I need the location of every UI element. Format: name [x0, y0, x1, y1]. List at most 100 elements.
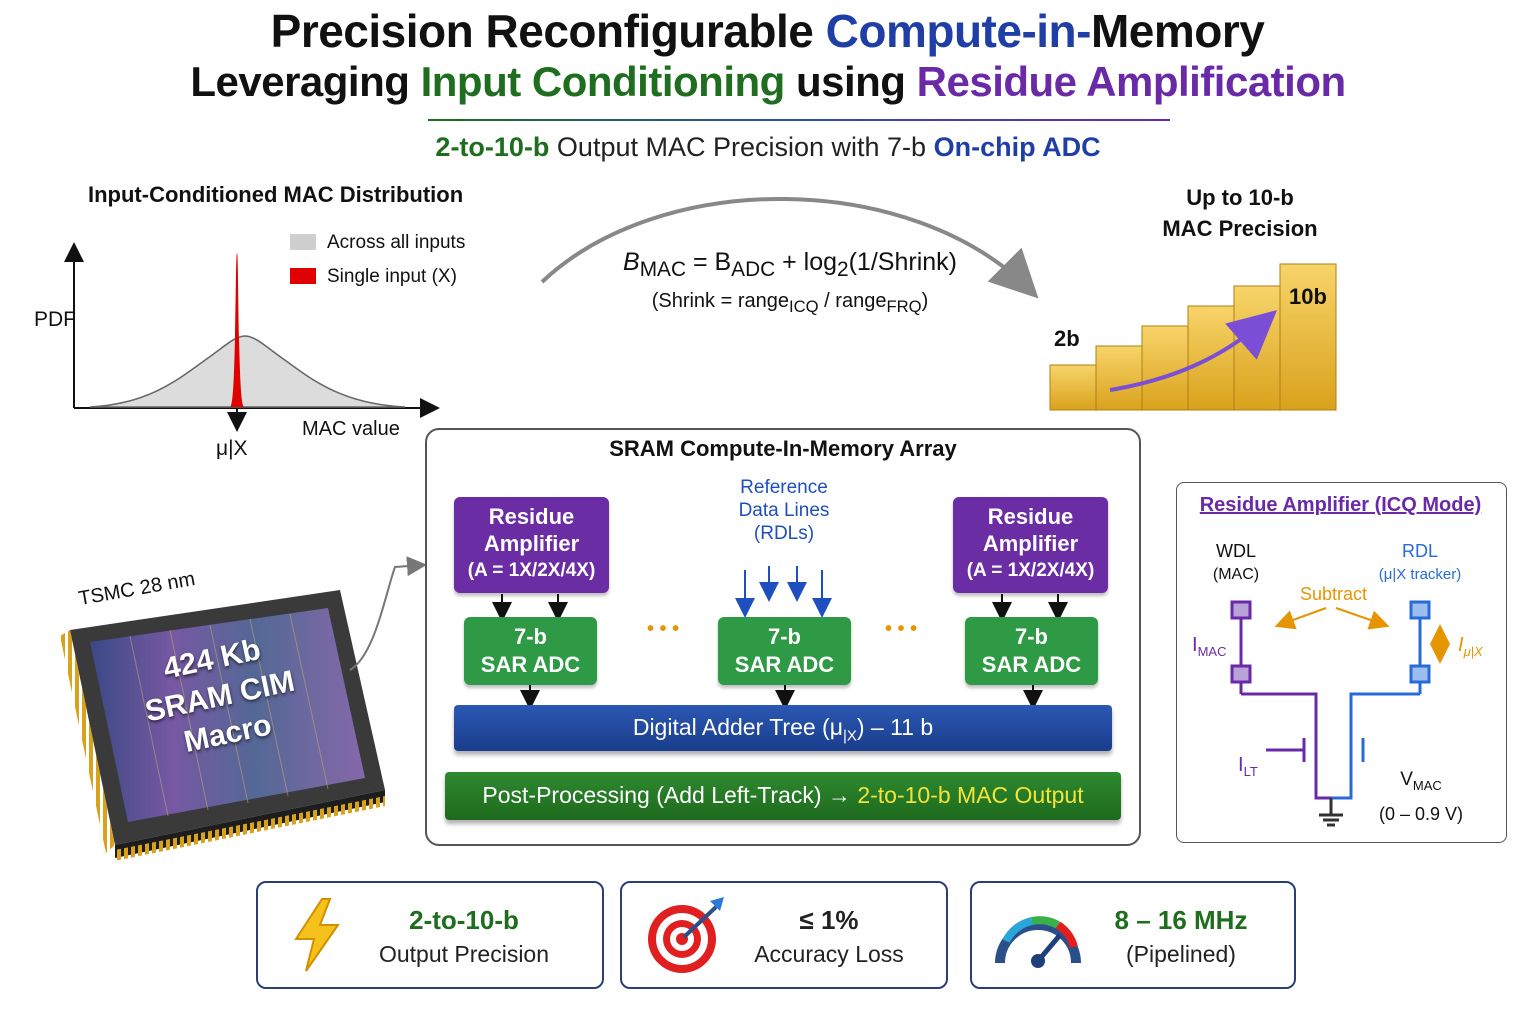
title-part: Precision Reconfigurable: [270, 5, 826, 57]
current-symbol: I: [1238, 754, 1244, 776]
legend-swatch-all: [290, 234, 316, 250]
precision-high-label: 10b: [1289, 284, 1327, 309]
formula-text: ): [921, 290, 929, 312]
adc-label: SAR ADC: [734, 652, 835, 677]
step-bar: [1049, 364, 1099, 411]
voltage-range: (0 – 0.9 V): [1378, 803, 1464, 824]
distribution-title: Input-Conditioned MAC Distribution: [88, 182, 464, 207]
ra-label: Amplifier: [483, 531, 580, 556]
wdl-label-line: (MAC): [1212, 566, 1260, 583]
formula-sub: FRQ: [886, 297, 922, 316]
voltage-sub: MAC: [1412, 777, 1442, 793]
dots-separator: • • •: [885, 618, 918, 640]
step-bar: [1141, 325, 1191, 411]
residue-amplifier-circuit: [1230, 600, 1450, 827]
legend-single-label: Single input (X): [327, 266, 457, 287]
current-sub: μ|X: [1463, 644, 1483, 659]
wdl-label: WDL (MAC): [1196, 540, 1276, 586]
formula-text: / range: [818, 290, 887, 312]
adc-label: 7-b: [514, 624, 547, 649]
step-bar: [1095, 345, 1145, 411]
current-symbol: I: [1458, 634, 1464, 656]
ra-label: Residue: [987, 504, 1074, 529]
precision-title-line: MAC Precision: [1162, 216, 1318, 241]
growth-arrow: [1109, 310, 1278, 392]
page-title: Precision Reconfigurable Compute-in-Memo…: [0, 4, 1535, 58]
lightning-icon: [294, 898, 340, 972]
stat-value: ≤ 1%: [799, 905, 859, 935]
stat-label: Accuracy Loss: [754, 941, 904, 967]
adder-text: ) – 11 b: [856, 714, 934, 740]
mu-label: μ|X: [216, 437, 248, 460]
adder-sub: |X: [842, 727, 857, 745]
title-part-green: Input Conditioning: [420, 58, 786, 105]
title-part: using: [784, 58, 917, 105]
rdl-label-line: Data Lines: [738, 500, 830, 521]
subtract-label: Subtract: [1300, 584, 1368, 604]
adc-label: 7-b: [768, 624, 801, 649]
adder-text: Digital Adder Tree (μ: [632, 714, 843, 740]
imac-label: IMAC: [1192, 634, 1226, 659]
page-subtitle-line: Leveraging Input Conditioning using Resi…: [0, 58, 1535, 106]
ilt-label: ILT: [1238, 754, 1258, 779]
single-input-curve: [230, 253, 244, 407]
stat-card-accuracy: ≤ 1% Accuracy Loss: [620, 881, 948, 989]
rdl-label: Reference Data Lines (RDLs): [700, 476, 868, 545]
rdl-label-line: (μ|X tracker): [1378, 566, 1462, 583]
rdl-label-line: (RDLs): [753, 523, 815, 544]
formula-arrow: [540, 197, 1039, 299]
post-text: Post-Processing (Add Left-Track) →: [482, 782, 858, 808]
chip-image: [60, 590, 385, 860]
rdl-label-line: Reference: [740, 477, 828, 498]
precision-low-label: 2b: [1054, 326, 1080, 351]
rdl-circuit-label: RDL (μ|X tracker): [1370, 540, 1470, 586]
title-part-purple: Residue Amplification: [916, 58, 1347, 105]
title-divider: [428, 119, 1170, 121]
distribution-plot: [64, 234, 440, 432]
step-bar: [1233, 285, 1283, 411]
adc-label: SAR ADC: [981, 652, 1082, 677]
imu-label: Iμ|X: [1458, 634, 1483, 659]
legend-swatch-single: [290, 268, 316, 284]
all-inputs-curve: [89, 335, 406, 408]
residue-amplifier-panel: [1176, 482, 1507, 843]
stat-value: 2-to-10-b: [409, 905, 519, 935]
stat-card-precision: 2-to-10-b Output Precision: [256, 881, 604, 989]
title-part-highlight: Compute-in-: [825, 5, 1092, 57]
formula-text: = B: [686, 248, 732, 276]
formula-text: (1/Shrink): [848, 248, 957, 276]
formula-sub: ICQ: [789, 297, 819, 316]
formula-sub: 2: [837, 258, 849, 281]
x-axis-label: MAC value: [302, 418, 400, 440]
title-part: Memory: [1090, 5, 1265, 57]
post-processing-bar: Post-Processing (Add Left-Track) → 2-to-…: [445, 772, 1121, 820]
formula-text: B: [623, 248, 640, 276]
sar-adc-middle: 7-b SAR ADC: [718, 617, 851, 685]
ra-label: Amplifier: [982, 531, 1079, 556]
vmac-label: VMAC (0 – 0.9 V): [1366, 766, 1476, 828]
title-part: Leveraging: [190, 58, 421, 105]
cim-array-title: SRAM Compute-In-Memory Array: [609, 436, 957, 461]
stat-label: (Pipelined): [1126, 941, 1236, 967]
subtitle-part: 2-to-10-b: [435, 132, 550, 162]
formula-shrink: (Shrink = rangeICQ / rangeFRQ): [590, 290, 990, 317]
residue-amplifier-title: Residue Amplifier (ICQ Mode): [1199, 494, 1482, 516]
chip-connector: [349, 556, 427, 671]
post-text-highlight: 2-to-10-b MAC Output: [857, 782, 1084, 808]
subtitle-part: Output MAC Precision with 7-b: [549, 132, 934, 162]
rdl-label-line: RDL: [1401, 541, 1438, 561]
adc-label: 7-b: [1015, 624, 1048, 649]
wdl-label-line: WDL: [1216, 541, 1256, 561]
formula-text: + log: [775, 248, 838, 276]
y-axis-label: PDF: [34, 308, 76, 331]
speedometer-icon: [995, 916, 1081, 968]
precision-staircase: [1049, 263, 1337, 411]
residue-amplifier-right: Residue Amplifier (A = 1X/2X/4X): [953, 497, 1108, 593]
formula-text: (Shrink = range: [651, 290, 789, 312]
dots-separator: • • •: [647, 618, 680, 640]
precision-title-line: Up to 10-b: [1186, 185, 1294, 210]
ra-label: Residue: [488, 504, 575, 529]
stat-card-frequency: 8 – 16 MHz (Pipelined): [970, 881, 1296, 989]
digital-adder-tree: Digital Adder Tree (μ|X) – 11 b: [454, 705, 1112, 751]
voltage-symbol: V: [1400, 769, 1413, 790]
